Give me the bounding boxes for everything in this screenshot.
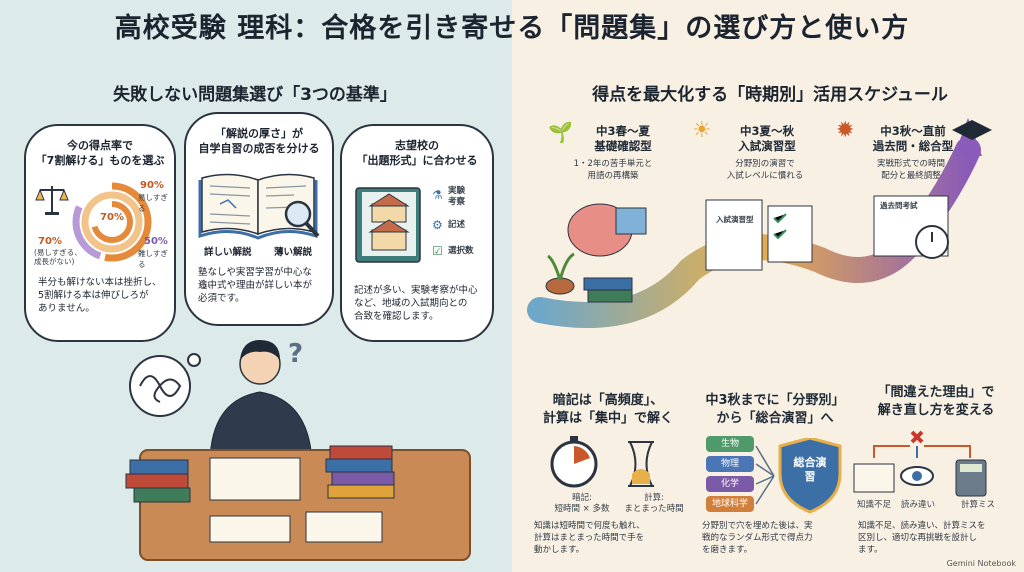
svg-text:?: ? [288,339,303,369]
bubble2-title-line1: 「解説の厚さ」が [215,127,303,140]
format-experiment-line1: 実験 [448,186,466,196]
pct-70-desc-line1: (易しすぎる、 [34,248,82,257]
schedule-road-illustration [527,118,992,328]
pct-90-label: 90% [140,180,164,191]
phase3-period: 中3秋〜直前 [880,124,946,138]
brain-puzzle-icon [567,203,647,257]
format-experiment-line2: 考察 [448,197,466,207]
phase1-desc-line2: 用語の再構築 [587,171,639,181]
phase2-period: 中3夏〜秋 [739,124,794,138]
mistake-types-icon [853,430,987,497]
tip1-label2-line1: 計算: [644,493,664,503]
pct-90-desc: 易しすぎる [138,193,168,213]
bubble1-title-line1: 今の得点率で [67,139,133,152]
tip3-desc-line1: 知識不足、読み違い、計算ミスを [858,521,986,531]
maple-leaf-icon: ✹ [836,118,855,143]
phase2-type: 入試演習型 [738,139,796,153]
phase1-desc-line1: 1・2年の苦手単元と [573,159,653,169]
pct-50-desc: 難しすぎる [138,249,168,269]
field-pill-biology: 生物 [706,436,754,452]
tip2-desc-line1: 分野別で穴を埋めた後は、実 [702,521,813,531]
tip3-desc-line2: 区別し、適切な再挑戦を設計し [858,533,978,543]
bubble1-desc-line2: 5割解ける本は伸びしろが [38,290,149,301]
criterion-bubble-difficulty: 今の得点率で 「7割解ける」ものを選ぶ 70% 90% 易しすぎる 50% 難し… [24,124,176,342]
bubble3-desc-line3: 合致を確認します。 [354,311,439,322]
bubble3-title-line1: 志望校の [395,139,439,152]
flask-icon: ⚗ [432,188,443,202]
tip3-heading-line2: 解き直し方を変える [877,403,995,418]
bubble2-desc-line3: 必須です。 [198,293,245,304]
format-choice: 選択数 [448,246,474,256]
phase3-desc-line2: 配分と最終調整 [881,171,941,181]
tip3-desc-line3: ます。 [858,545,883,555]
field-pill-earth-science: 地球科学 [706,496,754,512]
tip1-heading-line1: 暗記は「高頻度」、 [552,393,664,408]
tip1-label1-line1: 暗記: [572,493,592,503]
sun-icon: ☀ [692,118,712,143]
thick-explanation-label: 詳しい解説 [204,247,252,258]
tip1-label2-line2: まとまった時間 [624,504,684,514]
bubble3-title-line2: 「出題形式」に合わせる [356,154,478,167]
bubble3-desc-line2: など、地域の入試期向との [354,298,468,309]
phase3-desc-line1: 実戦形式での時間 [876,159,945,169]
pct-50-label: 50% [144,236,168,247]
center-70-label: 70% [100,212,124,223]
tip1-desc-line3: 動かします。 [534,545,585,555]
criterion-bubble-explanation: 「解説の厚さ」が 自学自習の成否を分ける 詳しい解説 薄い解説 塾なしや実習学習… [184,112,334,326]
gear-icon: ⚙ [432,218,443,232]
mistake-calc-label: 計算ミス [960,500,995,510]
watermark: Gemini Notebook [946,559,1016,568]
pct-70-desc-line2: 成長がない) [34,257,75,266]
page-title: 高校受験 理科：合格を引き寄せる「問題集」の選び方と使い方 [114,13,910,44]
bubble1-desc-line1: 半分も解けない本は挫折し、 [38,277,162,288]
bubble2-desc-line1: 塾なしや実習学習が中心なら、 [198,267,312,291]
pct-70-label: 70% [38,236,62,247]
mistake-misread-label: 読み違い [900,500,935,510]
tip1-label1-line2: 短時間 × 多数 [554,504,610,514]
tip2-desc-line2: 戦的なランダム形式で得点力 [702,533,813,543]
open-book-magnifier-icon [198,173,320,240]
criterion-bubble-format: 志望校の 「出題形式」に合わせる ⚗ 実験 考察 ⚙ 記述 ☑ 選択数 記述が多… [340,124,494,342]
doc-label-past-exam: 過去問考試 [880,201,918,210]
bubble2-title-line2: 自学自習の成否を分ける [198,142,320,155]
phase2-desc-line1: 分野別の演習で [735,159,795,169]
doc-label-practice: 入試演習型 [716,215,754,224]
bubble1-title-line2: 「7割解ける」ものを選ぶ [35,154,165,167]
phase1-period: 中3春〜夏 [595,124,650,138]
difficulty-ring-chart [35,182,152,262]
field-pill-chemistry: 化学 [706,476,754,492]
bubble3-desc-line1: 記述が多い、実験考察が中心 [354,285,478,296]
student-studying-illustration: ? [125,339,471,561]
mistake-knowledge-label: 知識不足 [856,500,891,510]
tip1-heading-line2: 計算は「集中」で解く [542,411,673,426]
shield-label: 総合演習 [793,456,827,483]
scale-icon [35,186,69,215]
right-section-heading: 得点を最大化する「時期別」活用スケジュール [592,85,948,105]
school-book-icon [355,187,421,263]
stopwatch-hourglass-icon [550,436,654,488]
field-pill-physics: 物理 [706,456,754,472]
thin-explanation-label: 薄い解説 [274,247,313,258]
bubble1-desc-line3: ありません。 [38,303,95,314]
ring-90 [72,182,152,262]
format-written: 記述 [448,220,466,230]
merge-shield-icon [755,438,842,514]
checkbox-icon: ☑ [432,244,443,258]
phase2-desc-line2: 入試レベルに慣れる [726,171,804,181]
tip3-heading-line1: 「間違えた理由」で [877,385,995,400]
sprout-icon: 🌱 [548,120,573,144]
tip2-heading-line1: 中3秋までに「分野別」 [705,393,845,408]
tip1-desc-line2: 計算はまとまった時間で手を [534,533,645,543]
tip1-desc-line1: 知識は短時間で何度も触れ、 [534,521,645,531]
tip2-heading-line2: から「総合演習」へ [716,411,834,426]
phase1-type: 基礎確認型 [594,139,652,153]
phase3-type: 過去問・総合型 [872,139,954,153]
tip2-desc-line3: を磨きます。 [702,545,753,555]
bubble2-desc-line2: 途中式や理由が詳しい本が [198,280,313,291]
left-section-heading: 失敗しない問題集選び「3つの基準」 [113,85,397,105]
